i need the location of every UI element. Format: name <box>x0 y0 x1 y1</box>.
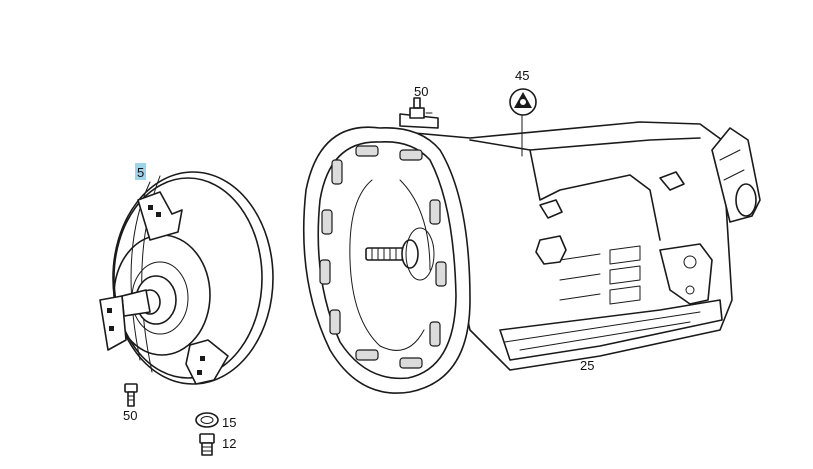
transmission-medallion <box>509 88 537 116</box>
transmission-assembly[interactable] <box>302 113 761 394</box>
torque-converter[interactable] <box>99 171 274 385</box>
callout-transmission-housing[interactable]: 45 <box>515 68 529 83</box>
vent-bolt[interactable] <box>409 97 433 119</box>
callout-sealing-ring[interactable]: 15 <box>222 415 236 430</box>
drive-lug-bottom <box>185 339 229 385</box>
drive-lug-left <box>99 295 127 351</box>
sealing-ring[interactable] <box>195 412 219 428</box>
oil-pan <box>499 299 723 361</box>
callout-highlight <box>135 163 146 180</box>
callout-oil-pan[interactable]: 25 <box>580 358 594 373</box>
drain-plug[interactable] <box>199 433 215 456</box>
callout-torque-converter[interactable]: 5 <box>137 165 144 180</box>
converter-bolt[interactable] <box>124 383 138 407</box>
callout-converter-bolt[interactable]: 50 <box>123 408 137 423</box>
callout-drain-plug[interactable]: 12 <box>222 436 236 451</box>
callout-vent-bolt[interactable]: 50 <box>414 84 428 99</box>
bell-housing-lugs <box>319 145 447 369</box>
